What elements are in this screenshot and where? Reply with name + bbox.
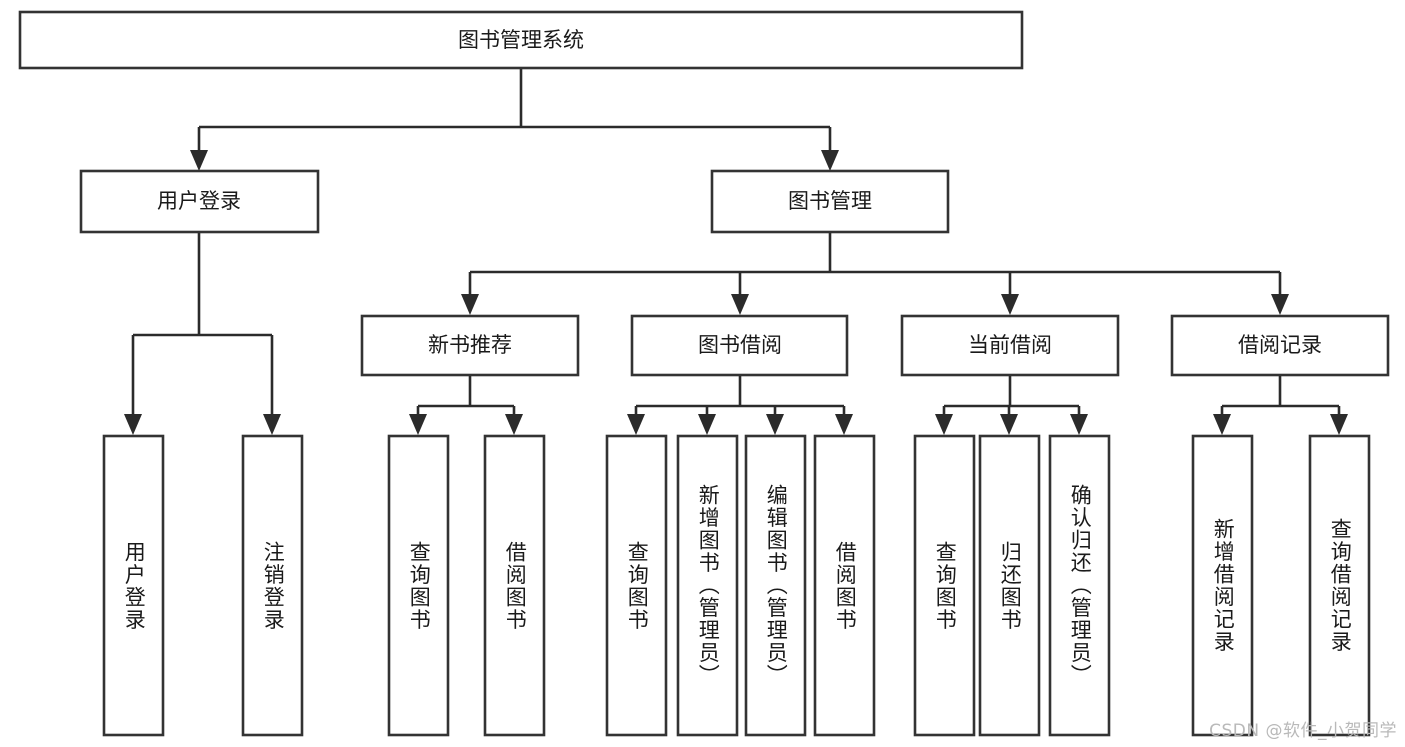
connector-group-borrow-book: [627, 375, 853, 435]
arrow-head-bb-leaf-1: [627, 414, 645, 435]
arrow-head-borrow-record: [1271, 294, 1289, 315]
connector-group-borrow-record: [1213, 375, 1348, 435]
arrow-head-nb-leaf-1: [409, 414, 427, 435]
leaf-box-bb-2[interactable]: [676, 434, 739, 737]
arrow-head-book-manage: [821, 150, 839, 171]
node-box-user-login[interactable]: [79, 169, 320, 234]
node-label-book-manage: 图书管理: [788, 189, 872, 213]
node-box-borrow-record[interactable]: [1170, 314, 1390, 377]
arrow-head-ul-leaf-1: [124, 414, 142, 435]
arrow-head-bb-leaf-2: [698, 414, 716, 435]
watermark-label: CSDN @软件_小贺同学: [1209, 721, 1397, 741]
node-box-new-book[interactable]: [360, 314, 580, 377]
arrow-head-br-leaf-2: [1330, 414, 1348, 435]
leaf-box-nb-2[interactable]: [483, 434, 546, 737]
arrow-head-bb-leaf-3: [766, 414, 784, 435]
node-box-book-manage[interactable]: [710, 169, 950, 234]
node-label-borrow-book: 图书借阅: [698, 333, 782, 357]
connector-group-current-borrow: [935, 375, 1088, 435]
node-box-borrow-book[interactable]: [630, 314, 849, 377]
leaf-box-cb-2[interactable]: [978, 434, 1041, 737]
node-box-current-borrow[interactable]: [900, 314, 1120, 377]
arrow-head-cb-leaf-3: [1070, 414, 1088, 435]
connector-group-new-book: [409, 375, 523, 435]
node-box-root[interactable]: [18, 10, 1024, 70]
node-label-user-login: 用户登录: [157, 189, 241, 213]
leaf-box-nb-1[interactable]: [387, 434, 450, 737]
leaf-box-bb-4[interactable]: [813, 434, 876, 737]
leaf-box-bb-1[interactable]: [605, 434, 668, 737]
connector-group-user-login: [124, 232, 281, 435]
leaf-box-br-1[interactable]: [1191, 434, 1254, 737]
node-label-root: 图书管理系统: [458, 28, 584, 52]
arrow-head-cb-leaf-1: [935, 414, 953, 435]
arrow-head-br-leaf-1: [1213, 414, 1231, 435]
arrow-head-ul-leaf-2: [263, 414, 281, 435]
node-label-current-borrow: 当前借阅: [968, 333, 1052, 357]
leaf-box-cb-3[interactable]: [1048, 434, 1111, 737]
leaf-box-ul-2[interactable]: [241, 434, 304, 737]
arrow-head-borrow-book: [731, 294, 749, 315]
arrow-head-cb-leaf-2: [1000, 414, 1018, 435]
arrow-head-current-borrow: [1001, 294, 1019, 315]
leaf-box-ul-1[interactable]: [102, 434, 165, 737]
connector-group-root: [190, 68, 839, 171]
arrow-head-nb-leaf-2: [505, 414, 523, 435]
arrow-head-bb-leaf-4: [835, 414, 853, 435]
leaf-box-cb-1[interactable]: [913, 434, 976, 737]
node-label-borrow-record: 借阅记录: [1238, 333, 1322, 357]
arrow-head-user-login: [190, 150, 208, 171]
leaf-box-br-2[interactable]: [1308, 434, 1371, 737]
node-label-new-book: 新书推荐: [428, 333, 512, 357]
arrow-head-new-book: [461, 294, 479, 315]
connector-group-book-manage: [461, 232, 1289, 315]
leaf-box-bb-3[interactable]: [744, 434, 807, 737]
